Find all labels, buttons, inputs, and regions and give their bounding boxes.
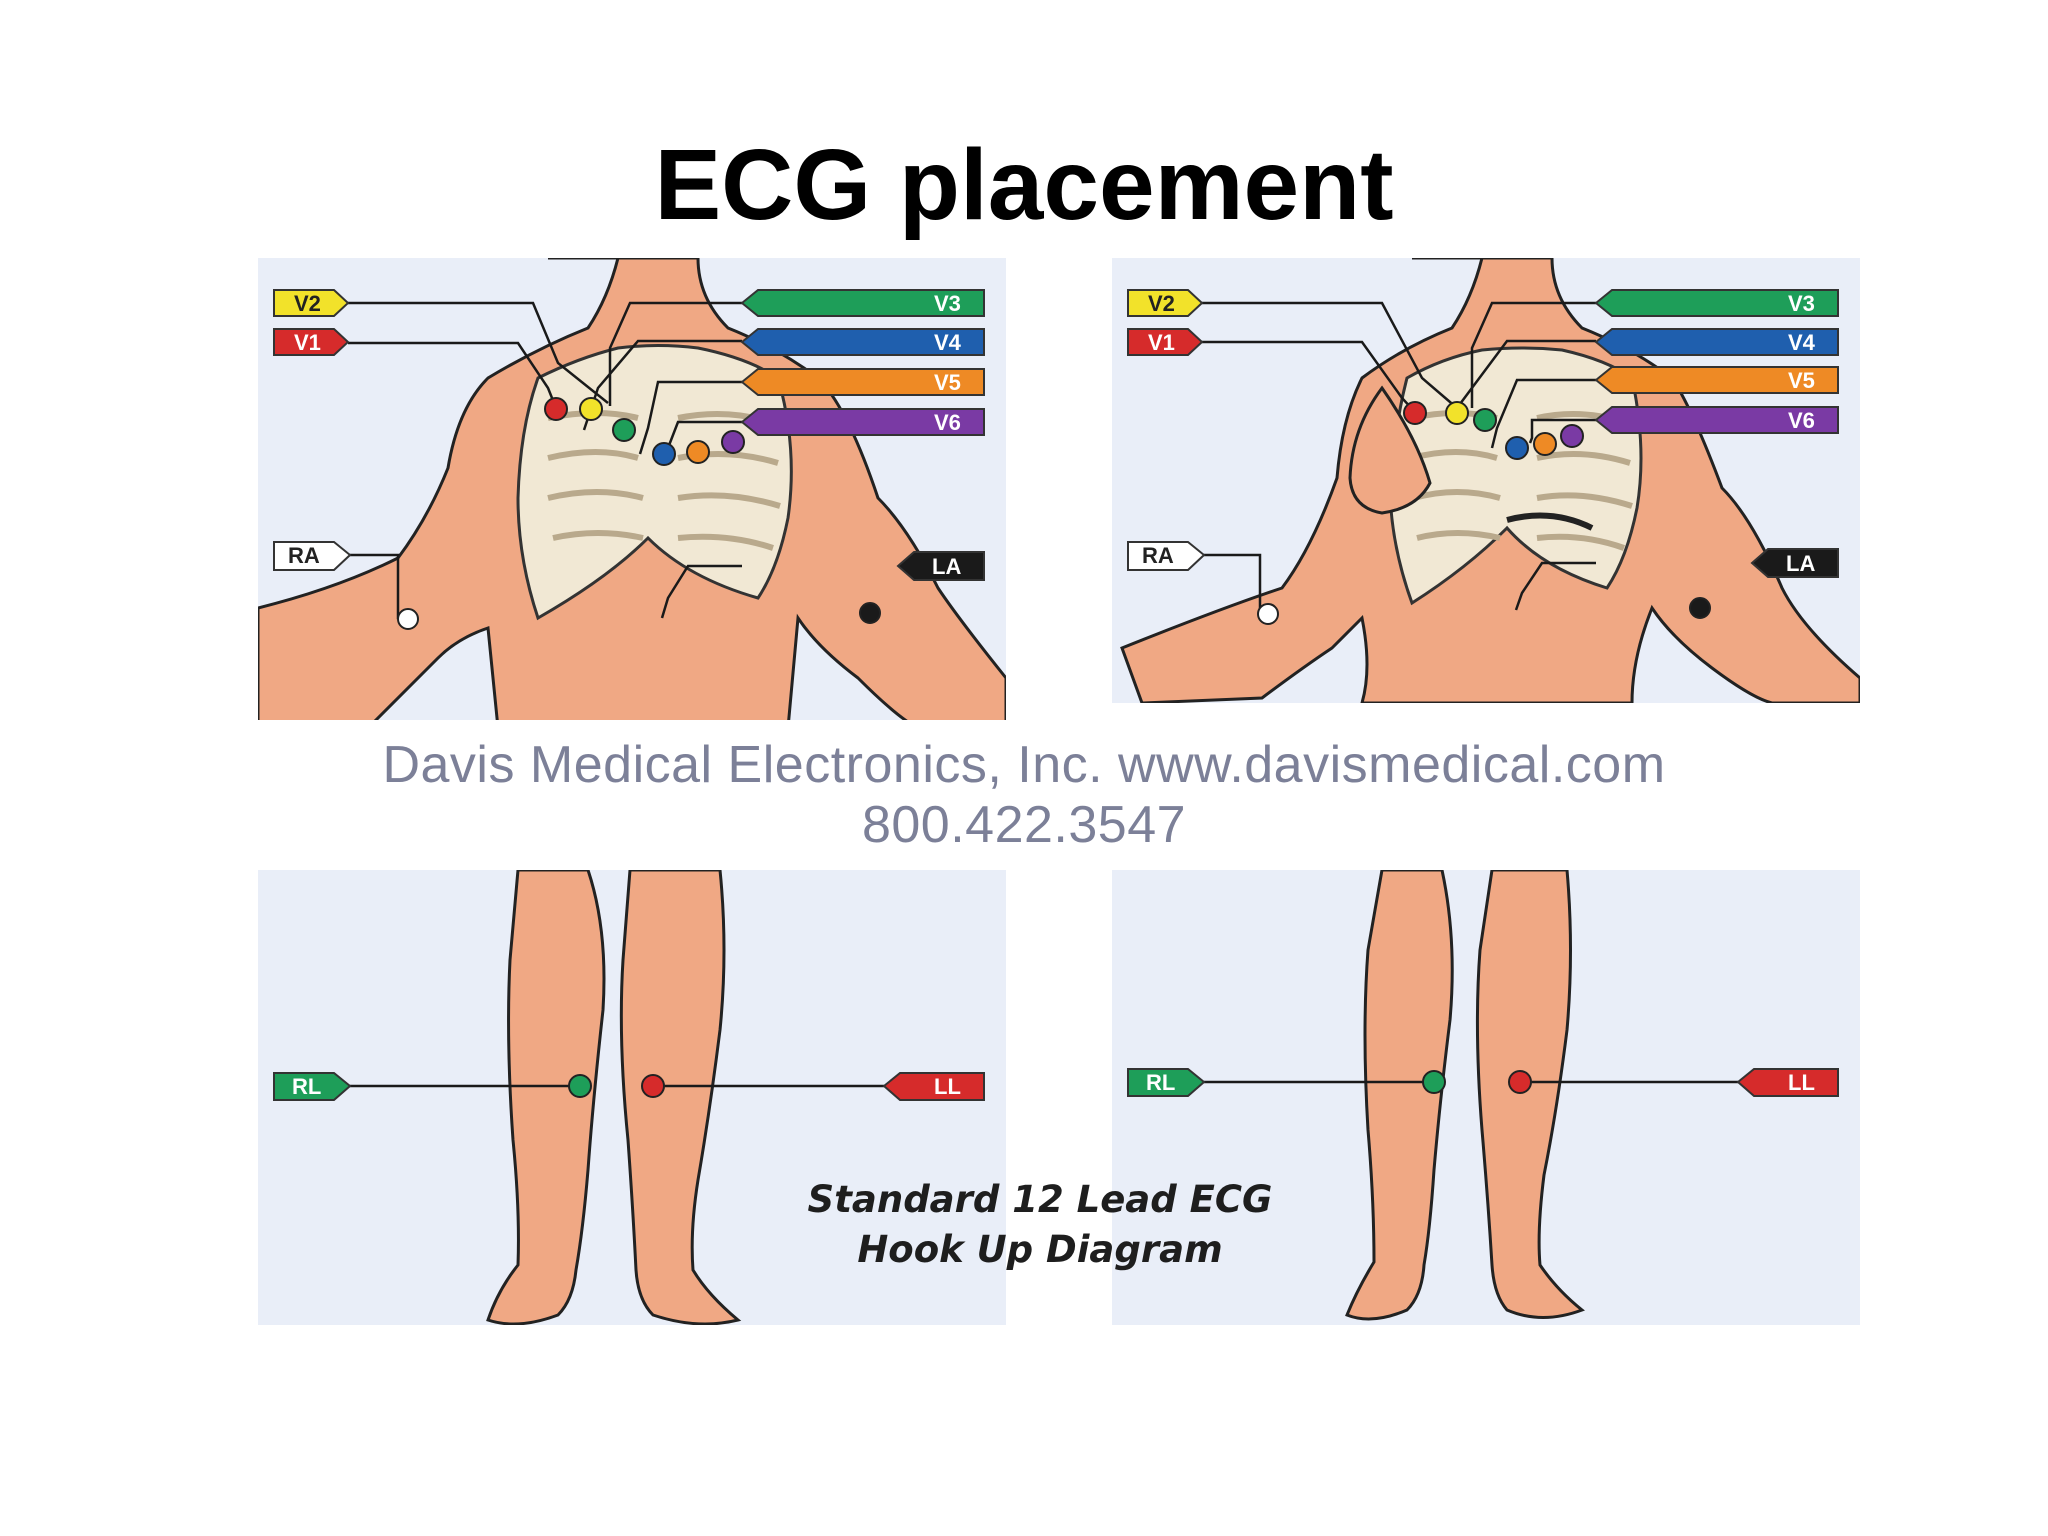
tag-v2	[273, 289, 350, 317]
caption-line-2: Hook Up Diagram	[857, 1228, 1223, 1271]
tag-rl	[1127, 1068, 1206, 1097]
tag-v4	[740, 328, 985, 356]
tag-v1	[1127, 328, 1204, 356]
svg-text:V3: V3	[1788, 291, 1815, 316]
electrode-ll	[641, 1074, 665, 1098]
tag-v5	[740, 368, 985, 396]
electrode-v1	[1403, 401, 1427, 425]
svg-text:V2: V2	[1148, 291, 1175, 316]
male-legs-diagram: RL LL	[273, 870, 985, 1325]
electrode-v4	[1505, 436, 1529, 460]
svg-text:V2: V2	[294, 291, 321, 316]
electrode-v5	[686, 440, 710, 464]
tag-rl	[273, 1072, 352, 1101]
svg-text:V1: V1	[294, 330, 321, 355]
male-legs-panel: RL LL	[258, 870, 1006, 1325]
male-left-leg	[619, 870, 742, 1325]
tag-v3-box	[740, 289, 985, 317]
tag-v3	[1594, 289, 1839, 317]
svg-text:LA: LA	[1786, 551, 1815, 576]
svg-text:LA: LA	[932, 554, 961, 579]
female-left-leg	[1475, 870, 1585, 1319]
tag-v4	[1594, 328, 1839, 356]
svg-text:V5: V5	[1788, 368, 1815, 393]
svg-text:RL: RL	[1146, 1070, 1175, 1095]
caption-line-1: Standard 12 Lead ECG	[807, 1178, 1273, 1221]
electrode-la	[859, 602, 881, 624]
female-torso-diagram: V2 V1 V3 V4 V5 V6 RA LA	[1120, 258, 1860, 703]
electrode-rl	[1422, 1070, 1446, 1094]
electrode-v6	[721, 430, 745, 454]
tag-v2	[1127, 289, 1204, 317]
svg-text:V4: V4	[934, 330, 962, 355]
slide-title: ECG placement	[654, 129, 1394, 241]
svg-text:RL: RL	[292, 1074, 321, 1099]
tag-v6	[1594, 406, 1839, 434]
tag-ra	[273, 541, 352, 571]
tag-v5	[1594, 366, 1839, 394]
electrode-v3	[612, 418, 636, 442]
female-legs-panel: RL LL	[1112, 870, 1860, 1325]
tag-v1	[273, 328, 350, 356]
tag-la	[1750, 548, 1839, 578]
svg-text:LL: LL	[934, 1074, 961, 1099]
electrode-ra	[1257, 603, 1279, 625]
electrode-v2	[1445, 401, 1469, 425]
electrode-v1	[544, 397, 568, 421]
electrode-ra	[397, 608, 419, 630]
female-torso-panel: V2 V1 V3 V4 V5 V6 RA LA	[1112, 258, 1860, 703]
male-right-leg	[486, 870, 606, 1325]
watermark-phone: 800.422.3547	[861, 796, 1187, 854]
tag-ll	[1736, 1068, 1839, 1097]
tag-ra	[1127, 541, 1206, 571]
female-legs-diagram: RL LL	[1127, 870, 1839, 1321]
electrode-v5	[1533, 432, 1557, 456]
svg-text:V4: V4	[1788, 330, 1816, 355]
electrode-v2	[579, 397, 603, 421]
male-torso-diagram: V2 V1 V3 V4 V5 V6 RA LA	[258, 258, 1006, 720]
svg-text:LL: LL	[1788, 1070, 1815, 1095]
electrode-ll	[1508, 1070, 1532, 1094]
tag-la	[896, 551, 985, 581]
svg-text:V6: V6	[934, 410, 961, 435]
watermark-company: Davis Medical Electronics, Inc. www.davi…	[382, 736, 1666, 794]
diagram-caption: Standard 12 Lead ECG Hook Up Diagram	[760, 1175, 1320, 1275]
svg-text:V5: V5	[934, 370, 961, 395]
female-breast-outline	[1348, 385, 1432, 515]
tag-v6	[740, 408, 985, 436]
svg-text:V3: V3	[934, 291, 961, 316]
svg-text:V1: V1	[1148, 330, 1175, 355]
svg-text:RA: RA	[1142, 543, 1174, 568]
electrode-la	[1689, 597, 1711, 619]
electrode-v3	[1473, 408, 1497, 432]
electrode-v6	[1560, 424, 1584, 448]
electrode-v4	[652, 442, 676, 466]
male-torso-panel: V2 V1 V3 V4 V5 V6 RA LA	[258, 258, 1006, 720]
electrode-rl	[568, 1074, 592, 1098]
svg-text:V6: V6	[1788, 408, 1815, 433]
svg-text:RA: RA	[288, 543, 320, 568]
tag-ll	[882, 1072, 985, 1101]
female-right-leg	[1345, 870, 1454, 1321]
